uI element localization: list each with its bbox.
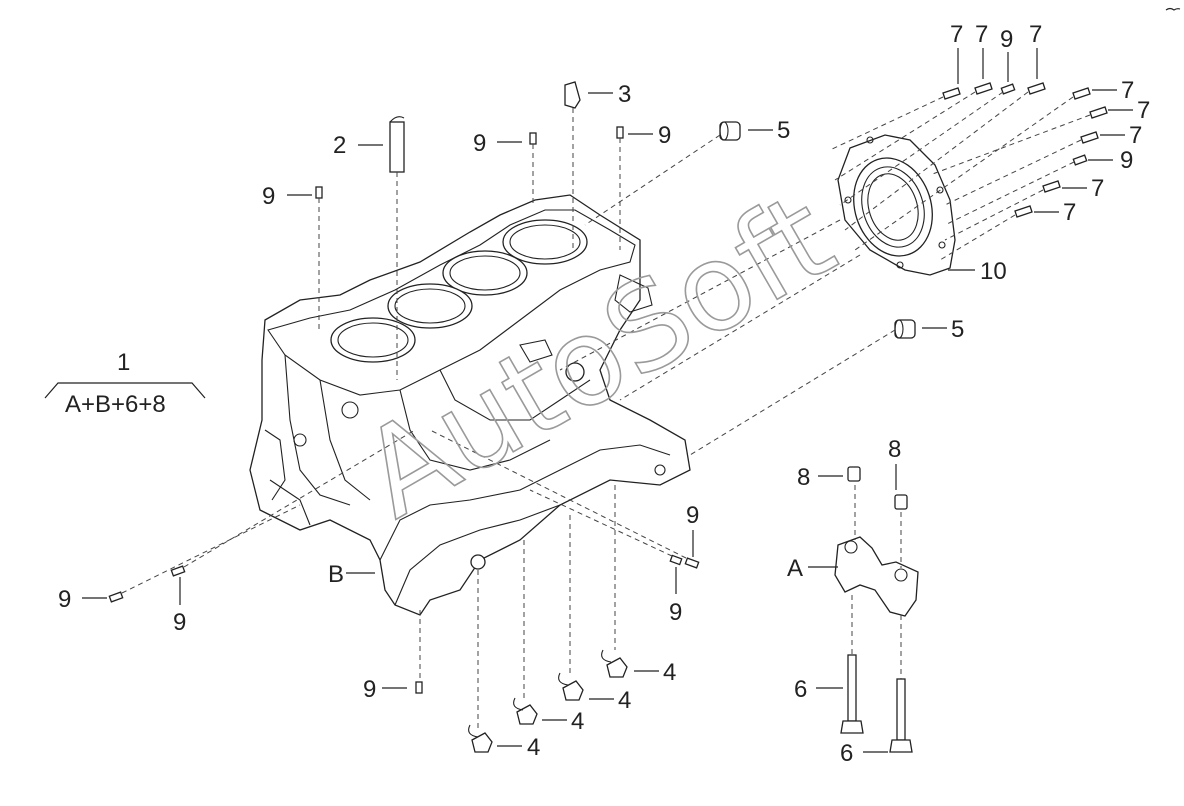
label-7: 7	[975, 21, 988, 48]
label-2: 2	[333, 132, 346, 159]
pin-9-j	[1072, 154, 1088, 166]
pin-9-e	[108, 591, 124, 603]
label-9: 9	[363, 676, 376, 703]
pin-9-f	[170, 565, 186, 577]
leader-lines	[44, 48, 1133, 753]
label-9: 9	[1120, 147, 1133, 174]
label-9: 9	[1000, 26, 1013, 53]
label-3: 3	[618, 81, 631, 108]
cap-bolt-right	[889, 678, 913, 753]
pin-9-d	[415, 681, 423, 694]
plug-5-top	[719, 121, 741, 141]
label-10: 10	[980, 258, 1007, 285]
pin-9-i	[1000, 83, 1016, 95]
label-5-bottom: 5	[951, 316, 964, 343]
label-4: 4	[527, 734, 540, 761]
dowel-8-left	[847, 466, 861, 482]
label-7: 7	[1121, 77, 1134, 104]
label-9: 9	[686, 502, 699, 529]
label-4: 4	[571, 708, 584, 735]
assembly-guide-lines	[121, 91, 1091, 728]
plug-5-bottom	[894, 319, 916, 339]
pin-9-b	[529, 132, 537, 145]
label-1: 1	[117, 349, 130, 376]
pin-9-c	[616, 126, 624, 139]
rear-seal-retainer	[837, 134, 956, 276]
label-formula: A+B+6+8	[65, 391, 166, 418]
label-8: 8	[888, 436, 901, 463]
cap-bolt-left	[840, 654, 864, 734]
label-8: 8	[797, 464, 810, 491]
label-9: 9	[58, 586, 71, 613]
oil-jets-4	[468, 649, 628, 753]
cylinder-block	[249, 194, 691, 616]
bearing-cap	[834, 536, 919, 617]
label-4: 4	[663, 659, 676, 686]
pin-9-g	[684, 557, 700, 569]
label-7: 7	[1129, 122, 1142, 149]
pin-9-a	[315, 186, 323, 199]
label-5-top: 5	[777, 117, 790, 144]
pin-9-h	[669, 554, 683, 566]
label-9: 9	[173, 609, 186, 636]
callout-labels: 1 A+B+6+8 2 3 5 5 9 9 9 9 9 9 9 9 9 9 7 …	[58, 21, 1150, 767]
dowel-8-right	[894, 494, 908, 510]
label-7: 7	[950, 21, 963, 48]
label-6: 6	[840, 740, 853, 767]
bracket-3	[564, 81, 581, 109]
label-7: 7	[1137, 97, 1150, 124]
label-7: 7	[1029, 21, 1042, 48]
label-7: 7	[1091, 175, 1104, 202]
label-9: 9	[262, 183, 275, 210]
label-7: 7	[1063, 199, 1076, 226]
label-9: 9	[658, 122, 671, 149]
label-9: 9	[473, 130, 486, 157]
retainer-bolts-7	[942, 82, 1108, 218]
label-6: 6	[794, 676, 807, 703]
label-4: 4	[618, 687, 631, 714]
label-B: B	[328, 561, 344, 588]
label-A: A	[787, 555, 803, 582]
guide-tube-2	[389, 116, 405, 173]
corner-mark	[1165, 7, 1181, 11]
label-9: 9	[669, 599, 682, 626]
